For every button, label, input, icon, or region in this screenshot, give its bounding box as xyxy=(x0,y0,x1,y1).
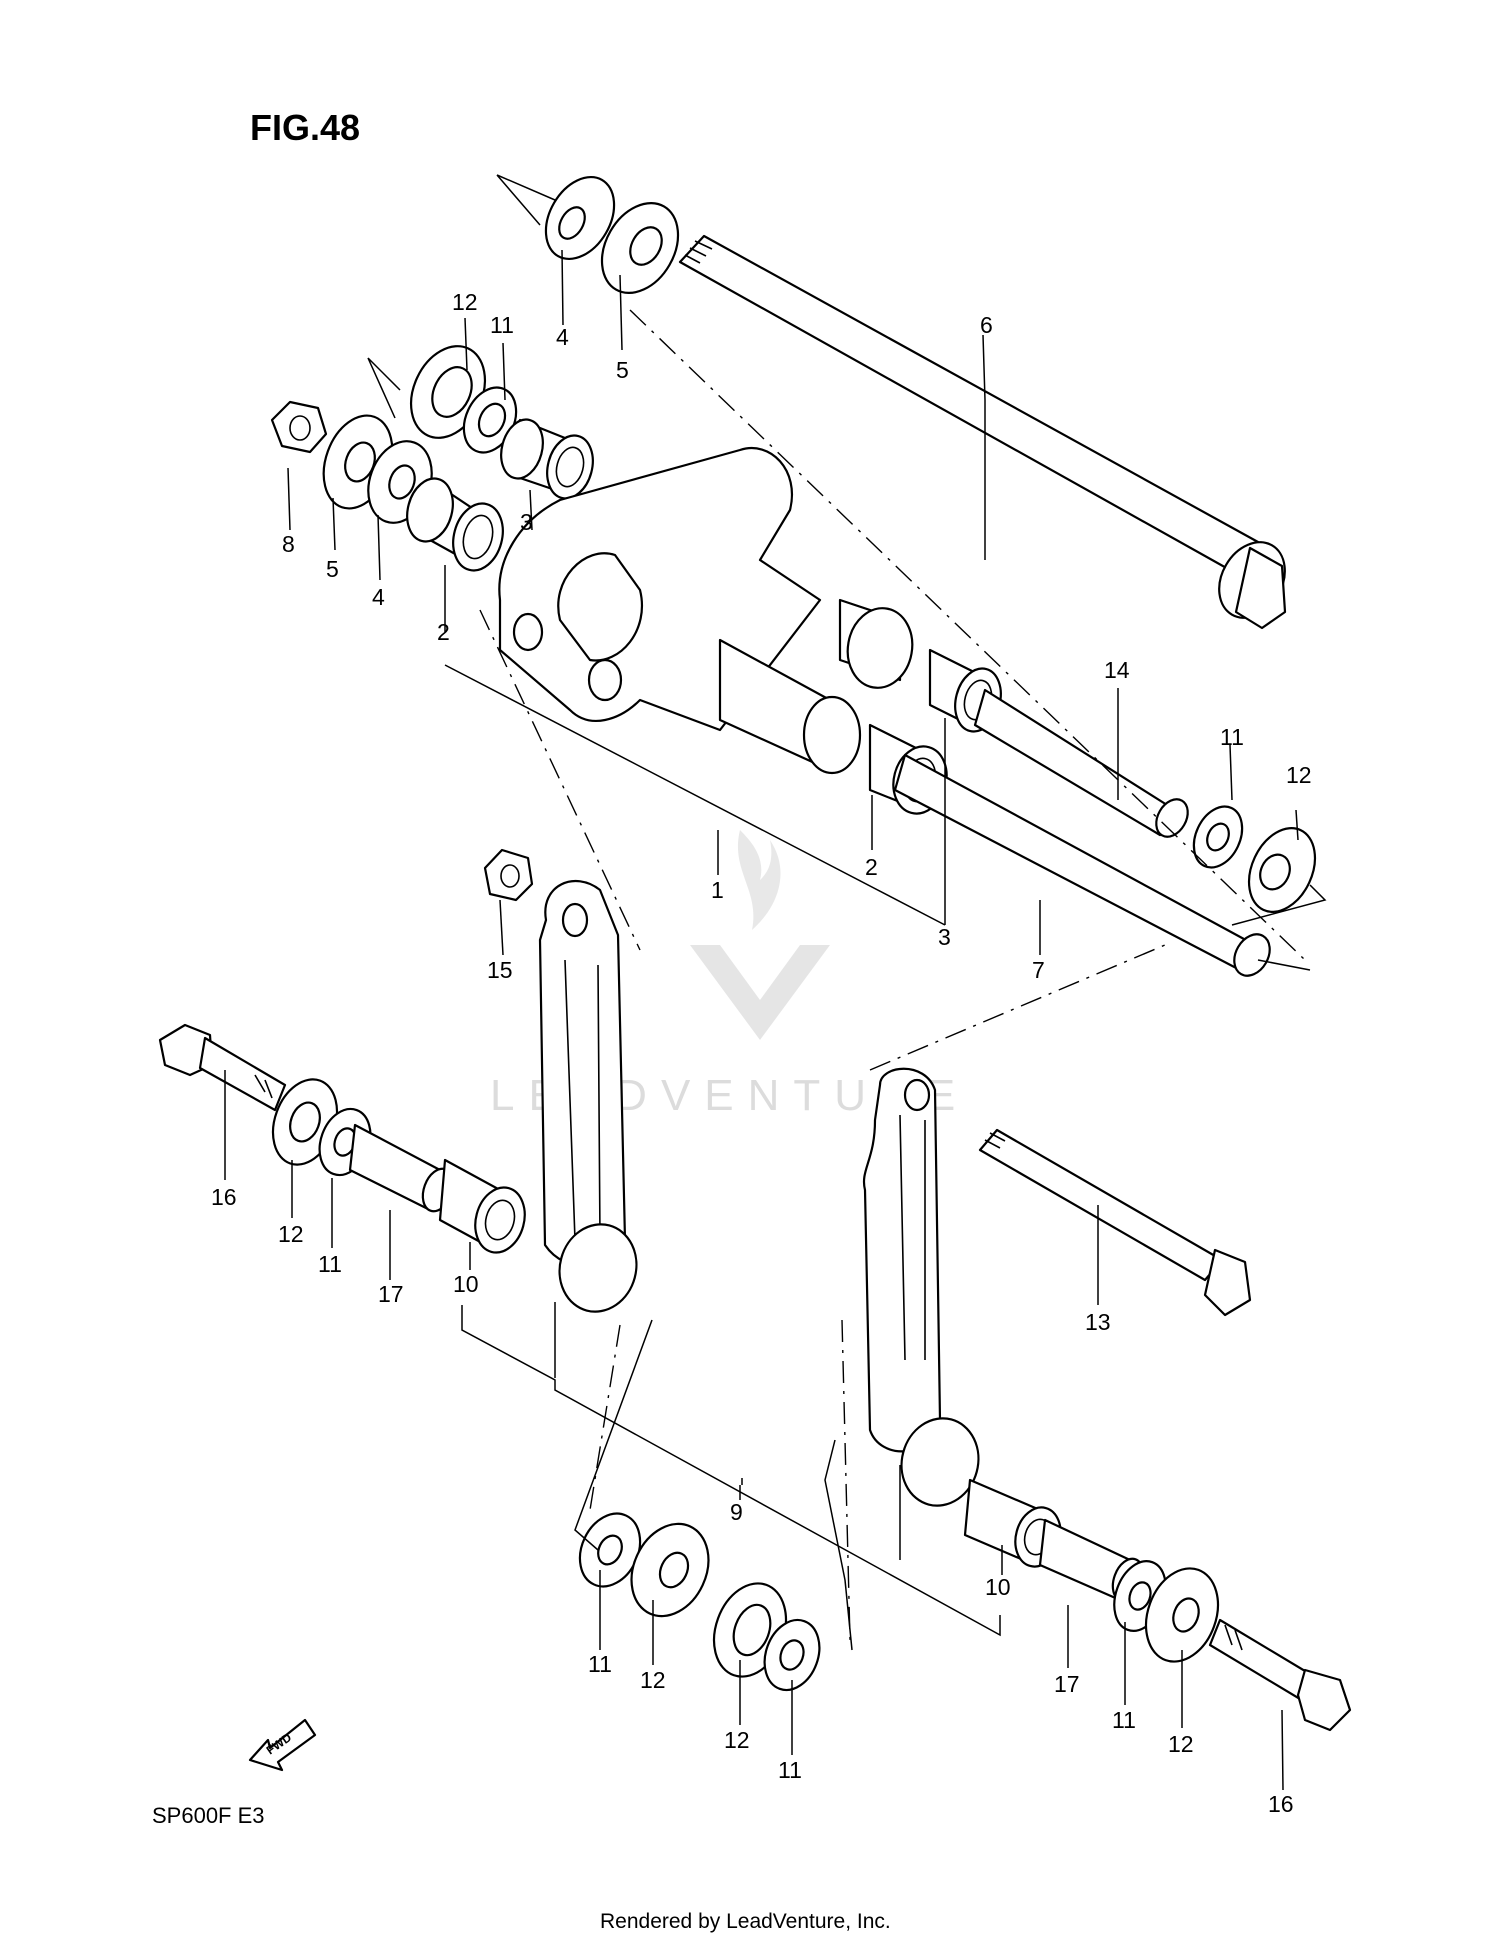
render-credit: Rendered by LeadVenture, Inc. xyxy=(600,1910,891,1933)
seal-12-bottom-a xyxy=(630,1522,710,1618)
callout-12: 12 xyxy=(1286,762,1312,788)
callout-16: 16 xyxy=(211,1184,237,1210)
callout-17: 17 xyxy=(1054,1671,1080,1697)
callout-12: 12 xyxy=(1168,1731,1194,1757)
callout-1: 1 xyxy=(711,877,724,903)
callout-3: 3 xyxy=(938,924,951,950)
callout-4: 4 xyxy=(556,324,569,350)
callout-12: 12 xyxy=(640,1667,666,1693)
washer-11-right xyxy=(1192,805,1244,869)
spacer-5-top xyxy=(600,201,680,295)
callout-5: 5 xyxy=(326,556,339,582)
callout-11: 11 xyxy=(1220,724,1244,750)
cushion-lever-1 xyxy=(498,447,914,775)
washer-11-bottom-a xyxy=(578,1512,642,1588)
callout-2: 2 xyxy=(437,619,450,645)
model-code: SP600F E3 xyxy=(152,1803,265,1828)
bolt-13 xyxy=(978,1128,1252,1317)
callout-4: 4 xyxy=(372,584,385,610)
bearing-3-left xyxy=(500,418,594,500)
callout-5: 5 xyxy=(616,357,629,383)
bearing-10-left xyxy=(438,1158,526,1254)
nut-8 xyxy=(270,400,328,454)
seal-12-right xyxy=(1247,827,1317,913)
callout-11: 11 xyxy=(318,1251,342,1277)
bolt-16-right xyxy=(1208,1618,1352,1732)
nut-15 xyxy=(483,848,534,902)
callout-11: 11 xyxy=(490,312,514,338)
bolt-16-left xyxy=(158,1023,287,1112)
callout-13: 13 xyxy=(1085,1309,1111,1335)
callout-6: 6 xyxy=(980,312,993,338)
callout-labels: 4 5 6 12 11 8 5 4 3 2 14 11 12 1 2 3 7 1… xyxy=(211,289,1312,1817)
washer-4-top xyxy=(544,175,616,261)
callout-11: 11 xyxy=(1112,1707,1136,1733)
seal-12-lower-right xyxy=(1144,1567,1220,1663)
spacer-14 xyxy=(973,688,1189,838)
callout-11: 11 xyxy=(778,1757,802,1783)
callout-10: 10 xyxy=(985,1574,1011,1600)
callout-8: 8 xyxy=(282,531,295,557)
callout-16: 16 xyxy=(1268,1791,1294,1817)
callout-9: 9 xyxy=(730,1499,743,1525)
callout-3: 3 xyxy=(520,509,533,535)
callout-15: 15 xyxy=(487,957,513,983)
cushion-rod-9-right xyxy=(862,1067,980,1507)
leader-lines xyxy=(224,174,1327,1791)
callout-11: 11 xyxy=(588,1651,612,1677)
fwd-arrow-icon: FWD xyxy=(248,1718,317,1772)
bearing-2-left xyxy=(406,477,504,572)
callout-12: 12 xyxy=(452,289,478,315)
figure-title: FIG.48 xyxy=(250,107,360,148)
callout-10: 10 xyxy=(453,1271,479,1297)
callout-2: 2 xyxy=(865,854,878,880)
sleeve-7 xyxy=(893,753,1271,977)
bolt-6 xyxy=(678,234,1287,630)
cushion-rod-9-left xyxy=(538,880,638,1313)
callout-17: 17 xyxy=(378,1281,404,1307)
callout-7: 7 xyxy=(1032,957,1045,983)
callout-14: 14 xyxy=(1104,657,1130,683)
washer-11-bottom-b xyxy=(763,1618,821,1692)
callout-12: 12 xyxy=(278,1221,304,1247)
callout-12: 12 xyxy=(724,1727,750,1753)
